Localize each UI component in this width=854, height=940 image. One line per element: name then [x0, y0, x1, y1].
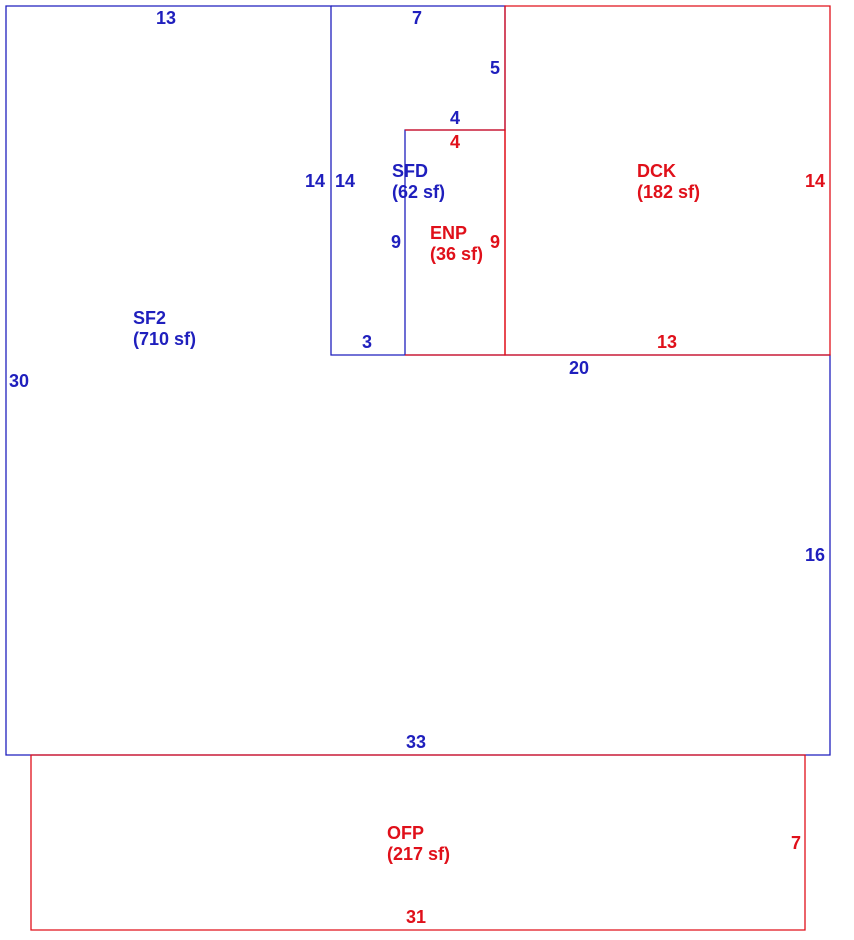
dim-dck-bottom: 13: [657, 332, 677, 352]
dim-sf2-inner-left: 14: [305, 171, 325, 191]
dim-sf2-left: 30: [9, 371, 29, 391]
dim-sfd-top: 7: [412, 8, 422, 28]
sf2-outline: [5, 5, 831, 756]
dim-ofp-right: 7: [791, 833, 801, 853]
dim-enp-right: 9: [490, 232, 500, 252]
sfd-area: (62 sf): [392, 182, 445, 202]
dim-sfd-left: 14: [335, 171, 355, 191]
dim-ofp-bottom: 31: [406, 907, 426, 927]
dim-enp-top: 4: [450, 132, 460, 152]
dck-outline: [504, 5, 831, 356]
dim-sf2-bottom: 33: [406, 732, 426, 752]
sf2-code: SF2: [133, 308, 166, 328]
dim-sfd-step: 4: [450, 108, 460, 128]
sf2-area: (710 sf): [133, 329, 196, 349]
dim-sfd-inner: 9: [391, 232, 401, 252]
dck-area: (182 sf): [637, 182, 700, 202]
dim-sf2-right: 16: [805, 545, 825, 565]
enp-code: ENP: [430, 223, 467, 243]
ofp-code: OFP: [387, 823, 424, 843]
enp-area: (36 sf): [430, 244, 483, 264]
ofp-outline: [30, 754, 806, 931]
ofp-area: (217 sf): [387, 844, 450, 864]
dim-sf2-step: 20: [569, 358, 589, 378]
dim-sfd-right-upper: 5: [490, 58, 500, 78]
dck-code: DCK: [637, 161, 676, 181]
sfd-code: SFD: [392, 161, 428, 181]
dim-sfd-bottom: 3: [362, 332, 372, 352]
dim-dck-right: 14: [805, 171, 825, 191]
dim-sf2-top: 13: [156, 8, 176, 28]
